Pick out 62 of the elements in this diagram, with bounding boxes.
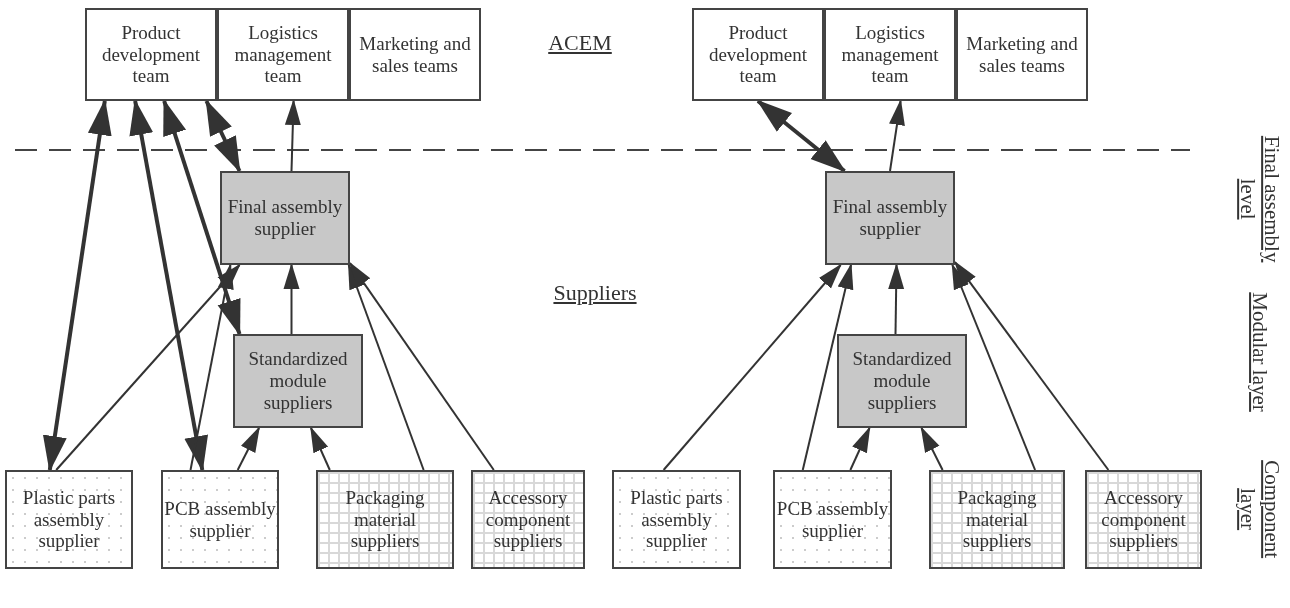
node-label: Marketing and sales teams bbox=[358, 32, 472, 77]
arrow bbox=[801, 263, 854, 471]
arrow bbox=[162, 99, 242, 336]
component-supplier-box bbox=[1085, 470, 1202, 569]
arrow bbox=[189, 263, 234, 471]
supplier-box bbox=[837, 334, 967, 428]
arrow bbox=[347, 263, 425, 471]
level-label: Component layer bbox=[1235, 459, 1285, 561]
node-label: PCB assembly supplier bbox=[163, 497, 277, 542]
node-label: Packaging material suppliers bbox=[344, 486, 426, 553]
node-label: Final assembly supplier bbox=[226, 196, 344, 240]
node-label: Accessory component suppliers bbox=[1100, 486, 1187, 553]
arrow bbox=[55, 263, 241, 471]
component-supplier-box bbox=[161, 470, 279, 569]
node-label: Marketing and sales teams bbox=[965, 32, 1079, 77]
team-box bbox=[692, 8, 824, 101]
arrow bbox=[889, 99, 905, 172]
arrow bbox=[284, 99, 301, 172]
team-box bbox=[217, 8, 349, 101]
component-supplier-box bbox=[471, 470, 585, 569]
arrow bbox=[951, 263, 1037, 471]
section-label: Suppliers bbox=[552, 280, 638, 306]
arrow bbox=[236, 426, 260, 471]
supplier-box bbox=[233, 334, 363, 428]
team-box bbox=[85, 8, 217, 101]
node-label: Product development team bbox=[100, 21, 202, 88]
node-label: Standardized module suppliers bbox=[851, 348, 953, 414]
component-supplier-box bbox=[929, 470, 1065, 569]
node-label: Accessory component suppliers bbox=[484, 486, 572, 553]
arrow bbox=[348, 261, 495, 471]
level-label: Modular layer bbox=[1247, 291, 1273, 414]
arrow bbox=[42, 99, 112, 472]
node-label: Plastic parts assembly supplier bbox=[629, 486, 724, 553]
node-label: Final assembly supplier bbox=[831, 196, 949, 240]
arrow bbox=[920, 426, 944, 471]
node-label: Standardized module suppliers bbox=[247, 348, 349, 414]
node-label: PCB assembly supplier bbox=[775, 497, 890, 542]
node-label: Logistics management team bbox=[233, 21, 333, 88]
node-label: Packaging material suppliers bbox=[956, 486, 1038, 553]
node-label: Logistics management team bbox=[840, 21, 940, 88]
component-supplier-box bbox=[5, 470, 133, 569]
component-supplier-box bbox=[773, 470, 892, 569]
arrow bbox=[204, 99, 242, 173]
section-label: ACEM bbox=[547, 30, 613, 56]
arrow bbox=[662, 263, 842, 471]
team-box bbox=[824, 8, 956, 101]
component-supplier-box bbox=[612, 470, 741, 569]
arrow bbox=[756, 99, 847, 173]
team-box bbox=[349, 8, 481, 101]
node-label: Plastic parts assembly supplier bbox=[21, 486, 117, 553]
arrow bbox=[310, 426, 331, 471]
team-box bbox=[956, 8, 1088, 101]
arrow bbox=[283, 263, 300, 335]
arrow bbox=[953, 260, 1110, 471]
supplier-box bbox=[220, 171, 350, 265]
arrow bbox=[129, 99, 208, 472]
component-supplier-box bbox=[316, 470, 454, 569]
node-label: Product development team bbox=[707, 21, 809, 88]
supplier-box bbox=[825, 171, 955, 265]
level-label: Final assembly level bbox=[1235, 134, 1285, 265]
arrow bbox=[849, 426, 871, 471]
arrow bbox=[888, 263, 905, 335]
